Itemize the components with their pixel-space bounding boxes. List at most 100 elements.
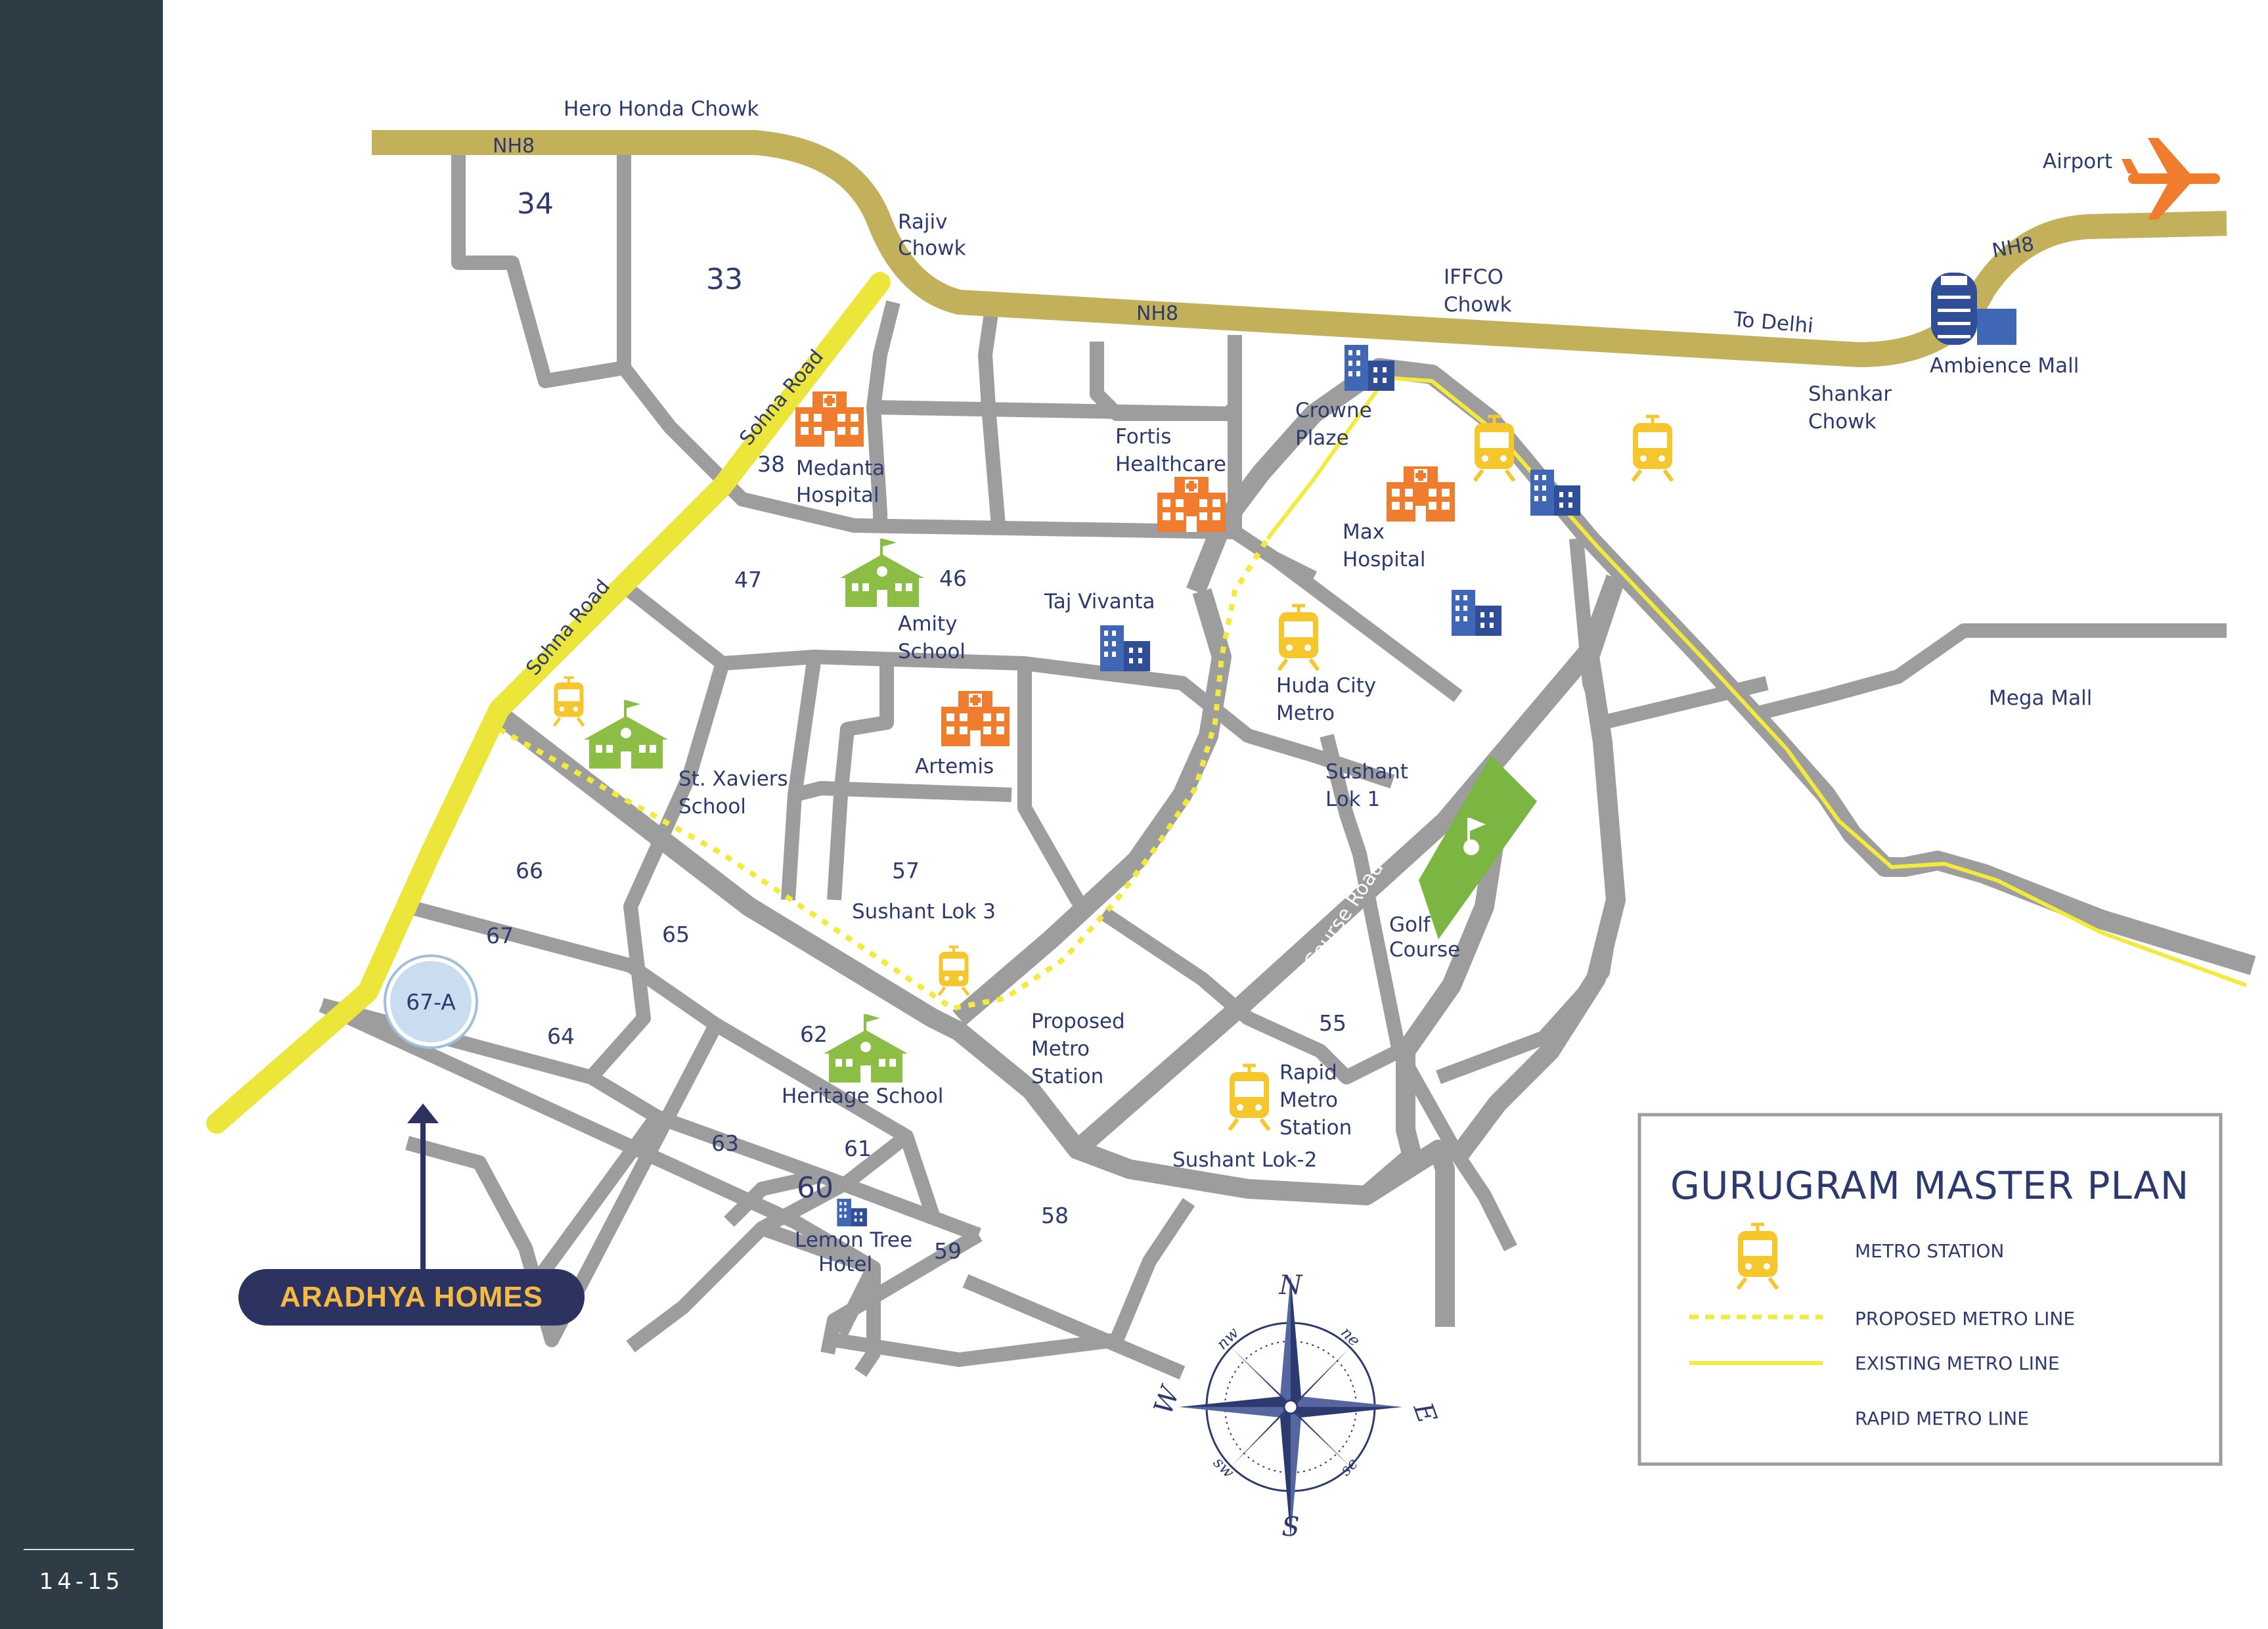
medanta-label-2: Hospital: [796, 483, 879, 507]
street-network: [319, 131, 2227, 1380]
sector-57: 57: [892, 858, 920, 883]
huda-city-label-2: Metro: [1276, 702, 1335, 725]
project-arrow: [407, 1104, 439, 1271]
building-icon: [1452, 590, 1501, 636]
compass-rose-icon: [1179, 1276, 1402, 1538]
hospital-icon: [795, 391, 864, 447]
sector-58: 58: [1041, 1203, 1069, 1228]
sector-61: 61: [844, 1136, 872, 1161]
legend: GURUGRAM MASTER PLAN METRO STATION PROPO…: [1637, 1113, 2223, 1466]
nh8-highway: [372, 130, 2227, 368]
huda-city-label-1: Huda City: [1276, 674, 1376, 698]
iffco-chowk-label-1: IFFCO: [1444, 265, 1503, 289]
building-icon: [1345, 345, 1394, 391]
rapid-metro-label-3: Station: [1279, 1116, 1352, 1140]
sector-46: 46: [939, 566, 967, 591]
school-icon: [840, 539, 924, 607]
school-icon: [584, 700, 668, 769]
golf-flag-icon: [1463, 818, 1486, 855]
legend-proposed-line: PROPOSED METRO LINE: [1855, 1308, 2075, 1329]
nh8-label-left: NH8: [493, 135, 535, 158]
sector-59: 59: [934, 1238, 962, 1264]
proposed-metro-label-2: Metro: [1031, 1037, 1090, 1061]
sidebar-divider: [24, 1549, 134, 1550]
gurugram-map: NH8 NH8 NH8 Sohna Road Sohna Road Golf C…: [206, 97, 2256, 1542]
building-icon: [837, 1199, 867, 1226]
proposed-metro-label-1: Proposed: [1031, 1010, 1125, 1033]
legend-metro-station: METRO STATION: [1855, 1240, 2004, 1262]
compass-sw: sw: [1210, 1453, 1238, 1481]
crowne-plaza-label-1: Crowne: [1295, 399, 1372, 422]
shankar-chowk-label-2: Chowk: [1808, 410, 1877, 434]
golf-course-label-1: Golf: [1389, 913, 1431, 937]
nh8-label-mid: NH8: [1136, 302, 1178, 325]
metro-train-icon: [939, 947, 969, 996]
compass-ne: ne: [1337, 1323, 1364, 1350]
page-number: 14-15: [39, 1569, 124, 1595]
shankar-chowk-label-1: Shankar: [1808, 382, 1892, 406]
proposed-metro-label-3: Station: [1031, 1065, 1103, 1088]
fortis-label-2: Healthcare: [1115, 453, 1226, 476]
sushant-lok-3-label: Sushant Lok 3: [852, 900, 996, 924]
ambience-mall-label: Ambience Mall: [1930, 354, 2079, 378]
compass-nw: nw: [1212, 1324, 1243, 1354]
sohna-road: [206, 272, 891, 1134]
fortis-label-1: Fortis: [1115, 425, 1171, 449]
sushant-lok-1-label-2: Lok 1: [1325, 788, 1380, 811]
mall-icon: [1931, 273, 2016, 345]
building-icon: [1100, 625, 1150, 671]
amity-school-label-2: School: [898, 640, 966, 663]
hospital-icon: [1387, 466, 1455, 522]
sector-62: 62: [800, 1021, 828, 1047]
artemis-label: Artemis: [915, 755, 994, 778]
max-hospital-label-1: Max: [1343, 520, 1385, 544]
metro-train-icon: [1279, 606, 1318, 670]
crowne-plaza-label-2: Plaze: [1295, 426, 1349, 450]
hospital-icon: [941, 691, 1010, 746]
sector-67a-marker[interactable]: 67-A: [384, 954, 478, 1049]
medanta-label-1: Medanta: [796, 457, 885, 480]
heritage-school-label: Heritage School: [782, 1084, 943, 1108]
max-hospital-label-2: Hospital: [1343, 548, 1425, 571]
sector-64: 64: [547, 1023, 575, 1049]
sector-65: 65: [662, 922, 690, 947]
sushant-lok-1-label-1: Sushant: [1325, 760, 1408, 784]
st-xaviers-label-1: St. Xaviers: [678, 767, 788, 791]
building-icon: [1530, 470, 1580, 516]
airplane-icon: [2122, 138, 2220, 219]
lemon-tree-label-1: Lemon Tree: [795, 1228, 912, 1252]
metro-train-icon: [554, 678, 584, 726]
iffco-chowk-label-2: Chowk: [1444, 293, 1512, 317]
school-icon: [824, 1014, 908, 1082]
rajiv-chowk-label-2: Chowk: [898, 236, 966, 260]
sector-67: 67: [486, 923, 514, 948]
hero-honda-chowk-label: Hero Honda Chowk: [564, 97, 759, 121]
sector-47: 47: [734, 567, 762, 592]
mega-mall-label: Mega Mall: [1989, 686, 2092, 710]
metro-train-icon: [1230, 1065, 1269, 1130]
to-delhi-label: To Delhi: [1731, 307, 1814, 338]
legend-existing-line: EXISTING METRO LINE: [1855, 1352, 2060, 1374]
metro-train-icon: [1475, 416, 1514, 481]
rajiv-chowk-label-1: Rajiv: [898, 210, 947, 234]
compass-east: E: [1407, 1398, 1442, 1427]
sector-67a-label: 67-A: [406, 989, 456, 1015]
sector-66: 66: [516, 858, 543, 883]
compass-north: N: [1279, 1270, 1304, 1301]
legend-title: GURUGRAM MASTER PLAN: [1670, 1163, 2189, 1208]
sector-38: 38: [757, 451, 785, 477]
st-xaviers-label-2: School: [678, 795, 746, 818]
hospital-icon: [1157, 477, 1226, 532]
sector-34: 34: [517, 187, 554, 221]
sushant-lok-2-label: Sushant Lok-2: [1172, 1148, 1317, 1172]
golf-course-label-2: Course: [1389, 938, 1460, 962]
sector-63: 63: [711, 1130, 739, 1156]
sector-60: 60: [797, 1171, 834, 1205]
amity-school-label-1: Amity: [898, 612, 958, 636]
taj-vivanta-label: Taj Vivanta: [1044, 590, 1155, 614]
project-badge[interactable]: ARADHYA HOMES: [238, 1269, 585, 1326]
legend-rapid-line: RAPID METRO LINE: [1855, 1408, 2029, 1429]
rapid-metro-label-2: Metro: [1279, 1088, 1338, 1112]
metro-train-icon: [1633, 416, 1672, 481]
sohna-road-label-lower: Sohna Road: [522, 575, 615, 680]
